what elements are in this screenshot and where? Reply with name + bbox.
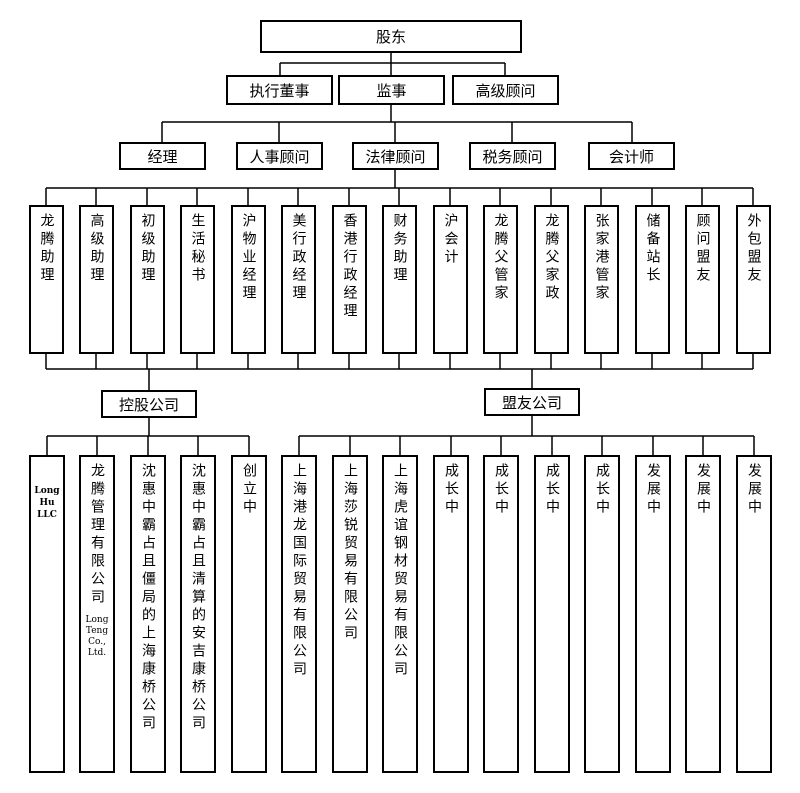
node-label: 高级助理 (88, 213, 105, 285)
node-ally-growing-3: 成长中 (534, 455, 570, 773)
node-label: 龙腾助理 (38, 213, 55, 285)
node-label: 成长中 (443, 463, 459, 517)
node-label: 监事 (376, 81, 407, 100)
node-label: 法律顾问 (365, 147, 426, 166)
node-company-anji-kangqiao: 沈惠中霸占且清算的安吉康桥公司 (180, 455, 216, 773)
node-label: 初级助理 (139, 213, 156, 285)
node-label: 龙腾管理有限公司 (89, 463, 105, 607)
node-staff-reserve-station-head: 储备站长 (635, 205, 670, 354)
node-staff-advisor-ally: 顾问盟友 (685, 205, 720, 354)
node-label: 成长中 (544, 463, 560, 517)
node-label: 沈惠中霸占且清算的安吉康桥公司 (190, 463, 206, 733)
node-ally-sh-sharui: 上海莎锐贸易有限公司 (332, 455, 368, 773)
node-ally-developing-3: 发展中 (736, 455, 772, 773)
node-senior-advisor: 高级顾问 (452, 75, 559, 105)
node-label: 高级顾问 (475, 81, 536, 100)
node-label: 顾问盟友 (694, 213, 711, 285)
node-label: 执行董事 (249, 81, 310, 100)
node-ally-sh-huyi: 上海虎谊钢材贸易有限公司 (382, 455, 418, 773)
node-label: 控股公司 (118, 395, 179, 414)
node-label: 发展中 (746, 463, 762, 517)
node-staff-junior-assistant: 初级助理 (130, 205, 165, 354)
node-label-en: Long Teng Co., Ltd. (85, 615, 109, 658)
node-label: 会计师 (608, 147, 654, 166)
node-label: 成长中 (594, 463, 610, 517)
node-label: 外包盟友 (745, 213, 762, 285)
node-label: 创立中 (241, 463, 257, 517)
node-label-en: Long Hu LLC (34, 486, 60, 520)
node-ally-growing-1: 成长中 (433, 455, 469, 773)
node-staff-sh-property-manager: 沪物业经理 (231, 205, 266, 354)
node-staff-longteng-father-housekeeping: 龙腾父家政 (534, 205, 569, 354)
node-ally-sh-ganglong: 上海港龙国际贸易有限公司 (281, 455, 317, 773)
node-label: 人事顾问 (249, 147, 310, 166)
node-label: 发展中 (695, 463, 711, 517)
node-company-sh-kangqiao: 沈惠中霸占且僵局的上海康桥公司 (130, 455, 166, 773)
node-hr-advisor: 人事顾问 (236, 142, 323, 170)
node-alliance-companies: 盟友公司 (484, 388, 580, 416)
node-label: 上海莎锐贸易有限公司 (342, 463, 358, 643)
node-ally-developing-2: 发展中 (685, 455, 721, 773)
node-legal-advisor: 法律顾问 (352, 142, 439, 170)
node-staff-finance-assistant: 财务助理 (382, 205, 417, 354)
node-staff-hk-admin-manager: 香港行政经理 (332, 205, 367, 354)
node-ally-growing-2: 成长中 (483, 455, 519, 773)
node-company-longteng-management: 龙腾管理有限公司 Long Teng Co., Ltd. (79, 455, 115, 773)
node-label: 沈惠中霸占且僵局的上海康桥公司 (140, 463, 156, 733)
node-staff-longteng-father-butler: 龙腾父管家 (483, 205, 518, 354)
node-label: 美行政经理 (290, 213, 307, 303)
node-ally-growing-4: 成长中 (584, 455, 620, 773)
node-staff-sh-accountant: 沪会计 (433, 205, 468, 354)
node-label: 税务顾问 (482, 147, 543, 166)
node-staff-senior-assistant: 高级助理 (79, 205, 114, 354)
node-label: 沪会计 (442, 213, 459, 267)
node-label: 发展中 (645, 463, 661, 517)
node-supervisor: 监事 (338, 75, 445, 105)
node-label: 张家港管家 (593, 213, 610, 303)
node-label: 股东 (375, 28, 406, 46)
node-label: 储备站长 (644, 213, 661, 285)
node-tax-advisor: 税务顾问 (469, 142, 556, 170)
node-staff-zjg-butler: 张家港管家 (584, 205, 619, 354)
node-label: 成长中 (493, 463, 509, 517)
node-staff-us-admin-manager: 美行政经理 (281, 205, 316, 354)
node-manager: 经理 (119, 142, 206, 170)
node-staff-longteng-assistant: 龙腾助理 (29, 205, 64, 354)
node-label: 上海港龙国际贸易有限公司 (291, 463, 307, 679)
node-label: 沪物业经理 (240, 213, 257, 303)
node-ally-developing-1: 发展中 (635, 455, 671, 773)
node-label: 龙腾父家政 (543, 213, 560, 303)
node-label: 上海虎谊钢材贸易有限公司 (392, 463, 408, 679)
node-label: 经理 (147, 147, 178, 166)
node-label: 生活秘书 (189, 213, 206, 285)
node-label: 龙腾父管家 (492, 213, 509, 303)
node-company-long-hu-llc: Long Hu LLC (29, 455, 65, 773)
node-staff-personal-secretary: 生活秘书 (180, 205, 215, 354)
node-accountant: 会计师 (588, 142, 675, 170)
node-label: 盟友公司 (501, 393, 562, 412)
node-staff-outsourced-ally: 外包盟友 (736, 205, 771, 354)
node-holding-companies: 控股公司 (101, 390, 197, 418)
node-company-founding: 创立中 (231, 455, 267, 773)
node-shareholders: 股东 (260, 20, 522, 53)
node-executive-director: 执行董事 (226, 75, 333, 105)
node-label: 财务助理 (391, 213, 408, 285)
node-label: 香港行政经理 (341, 213, 358, 321)
